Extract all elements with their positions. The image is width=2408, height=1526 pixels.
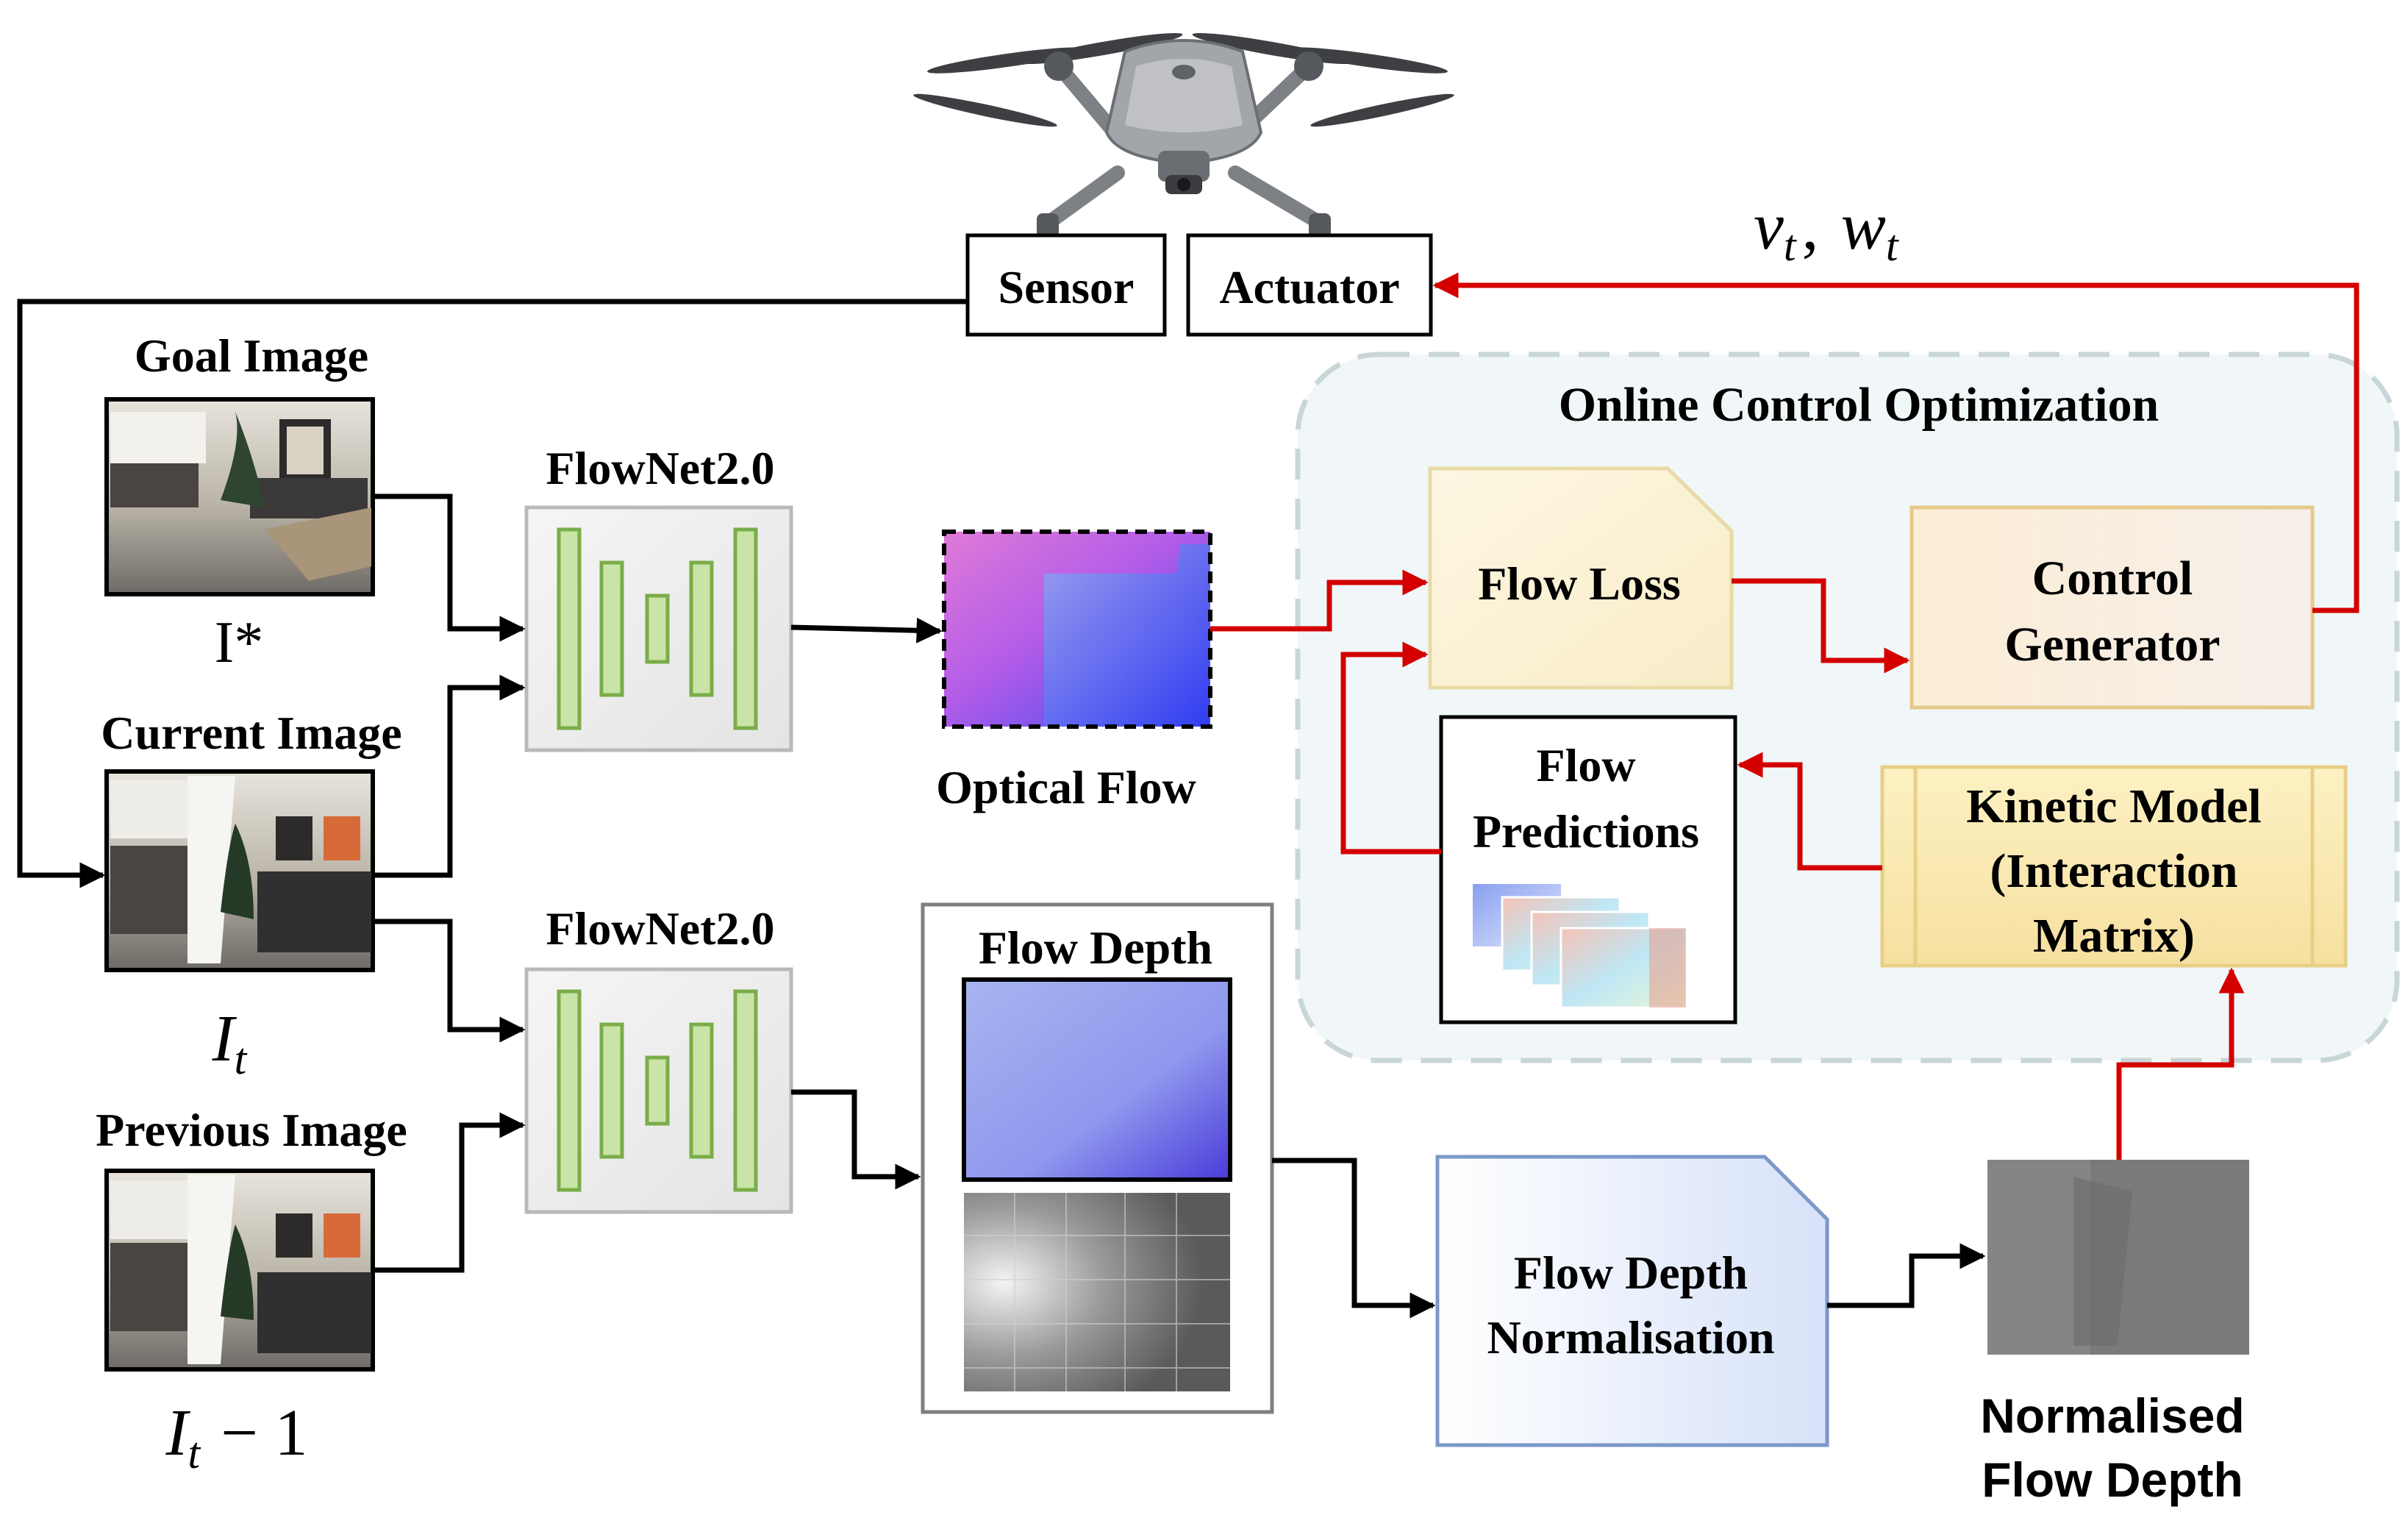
goal-image-symbol: I* bbox=[215, 610, 264, 675]
control-generator-line1: Control bbox=[2032, 552, 2193, 605]
drone-icon bbox=[913, 32, 1454, 265]
optical-flow-to-loss-arrow bbox=[1210, 569, 1429, 632]
kinetic-model-line1: Kinetic Model bbox=[1966, 780, 2261, 833]
current-to-flownet-top-arrow bbox=[373, 674, 526, 878]
actuator-box bbox=[1186, 233, 1433, 337]
normalisation-box bbox=[1435, 1155, 1829, 1447]
control-generator-line2: Generator bbox=[2004, 618, 2220, 671]
previous-image bbox=[104, 1169, 375, 1372]
flownet-to-flow-depth-arrow bbox=[791, 1089, 921, 1190]
flownet-top bbox=[524, 505, 793, 752]
goal-image-title: Goal Image bbox=[135, 329, 368, 382]
current-image bbox=[104, 769, 375, 972]
sensor-to-current-arrow bbox=[17, 299, 968, 888]
flow-depth-to-normalisation-arrow bbox=[1272, 1158, 1436, 1319]
velocity-label: vt,wt bbox=[1754, 188, 1899, 270]
control-generator-box bbox=[1909, 505, 2315, 710]
actuator-label: Actuator bbox=[1219, 261, 1399, 313]
flownet-top-label: FlowNet2.0 bbox=[546, 442, 774, 494]
flow-loss-label: Flow Loss bbox=[1478, 557, 1681, 610]
previous-image-symbol: It− 1 bbox=[165, 1397, 308, 1477]
kinetic-model-box bbox=[1880, 765, 2348, 968]
normalisation-to-normalised-arrow bbox=[1827, 1243, 1986, 1308]
flownet-bottom-label: FlowNet2.0 bbox=[546, 902, 774, 955]
control-to-actuator-arrow bbox=[1432, 272, 2359, 613]
normalised-to-kinetic-arrow bbox=[2116, 967, 2245, 1160]
previous-to-flownet-bottom-arrow bbox=[373, 1112, 526, 1273]
predictions-to-loss-arrow bbox=[1340, 641, 1441, 855]
current-to-flownet-bottom-arrow bbox=[373, 919, 526, 1043]
loss-to-control-arrow bbox=[1732, 578, 1910, 674]
flow-depth-blue-map bbox=[962, 977, 1232, 1182]
sensor-box bbox=[965, 233, 1167, 337]
flownet-bottom bbox=[524, 967, 793, 1214]
flow-depth-title: Flow Depth bbox=[979, 921, 1212, 974]
normalisation-line2: Normalisation bbox=[1487, 1311, 1774, 1363]
optical-flow-label: Optical Flow bbox=[936, 761, 1196, 813]
sensor-label: Sensor bbox=[998, 261, 1135, 313]
current-image-title: Current Image bbox=[101, 707, 401, 759]
goal-to-flownet-arrow bbox=[373, 493, 526, 642]
goal-image bbox=[104, 397, 375, 596]
kinetic-to-predictions-arrow bbox=[1737, 752, 1882, 871]
optimization-title: Online Control Optimization bbox=[1559, 378, 2159, 432]
kinetic-model-line2: (Interaction bbox=[1990, 844, 2237, 898]
normalised-depth-line1: Normalised bbox=[1980, 1388, 2244, 1443]
flow-predictions-stack bbox=[1473, 884, 1687, 1009]
kinetic-model-line3: Matrix) bbox=[2033, 909, 2195, 963]
previous-image-title: Previous Image bbox=[96, 1104, 407, 1156]
flow-predictions-line1: Flow bbox=[1536, 739, 1635, 791]
normalised-depth-line2: Flow Depth bbox=[1982, 1452, 2243, 1507]
flow-predictions-line2: Predictions bbox=[1473, 805, 1699, 858]
flow-loss-box bbox=[1428, 466, 1734, 690]
optical-flow-image bbox=[942, 530, 1212, 729]
normalised-depth-image bbox=[1987, 1160, 2249, 1355]
current-image-symbol: It bbox=[212, 1002, 248, 1083]
normalisation-line1: Flow Depth bbox=[1514, 1247, 1748, 1299]
flow-depth-gray-map bbox=[964, 1193, 1230, 1391]
flownet-to-optical-flow-arrow bbox=[790, 617, 943, 643]
